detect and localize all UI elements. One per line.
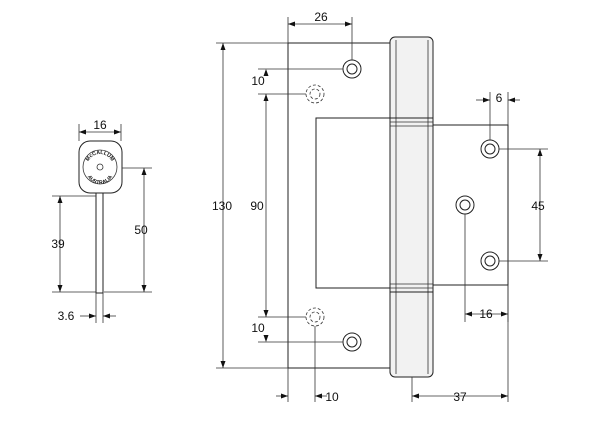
hidden-hole-bottom: [305, 307, 325, 327]
dim-front-overall-height: 130: [212, 199, 232, 213]
dim-right-pitch: 45: [531, 199, 545, 213]
dim-front-hole-offset-top: 26: [314, 10, 328, 24]
dim-front-edge-top: 10: [251, 74, 265, 88]
dim-front-hole-pitch: 90: [250, 199, 264, 213]
dim-front-edge-bottom: 10: [251, 321, 265, 335]
dim-front-bottom-offset: 10: [325, 390, 339, 404]
hinge-head-center: [96, 163, 104, 171]
dim-side-leaf-height: 39: [51, 237, 65, 251]
leaf-cutout: [315, 117, 394, 289]
hinge-leaf-edge: [95, 192, 104, 294]
dim-side-total-height: 50: [134, 223, 148, 237]
side-view: McCALLUM AUSTRALIA 16 50 39 3.6: [51, 118, 152, 323]
dim-right-width: 37: [453, 390, 467, 404]
hinge-head-stamp-circle: [82, 149, 118, 185]
hidden-hole-top: [305, 84, 325, 104]
dim-side-thickness: 3.6: [58, 309, 75, 323]
front-view: 26 130 90 10 10 10: [212, 10, 548, 404]
dim-right-hole-offset: 6: [496, 91, 503, 105]
dim-right-center: 16: [479, 307, 493, 321]
dim-side-top-width: 16: [93, 118, 107, 132]
hinge-knuckle-barrel: [389, 36, 434, 378]
